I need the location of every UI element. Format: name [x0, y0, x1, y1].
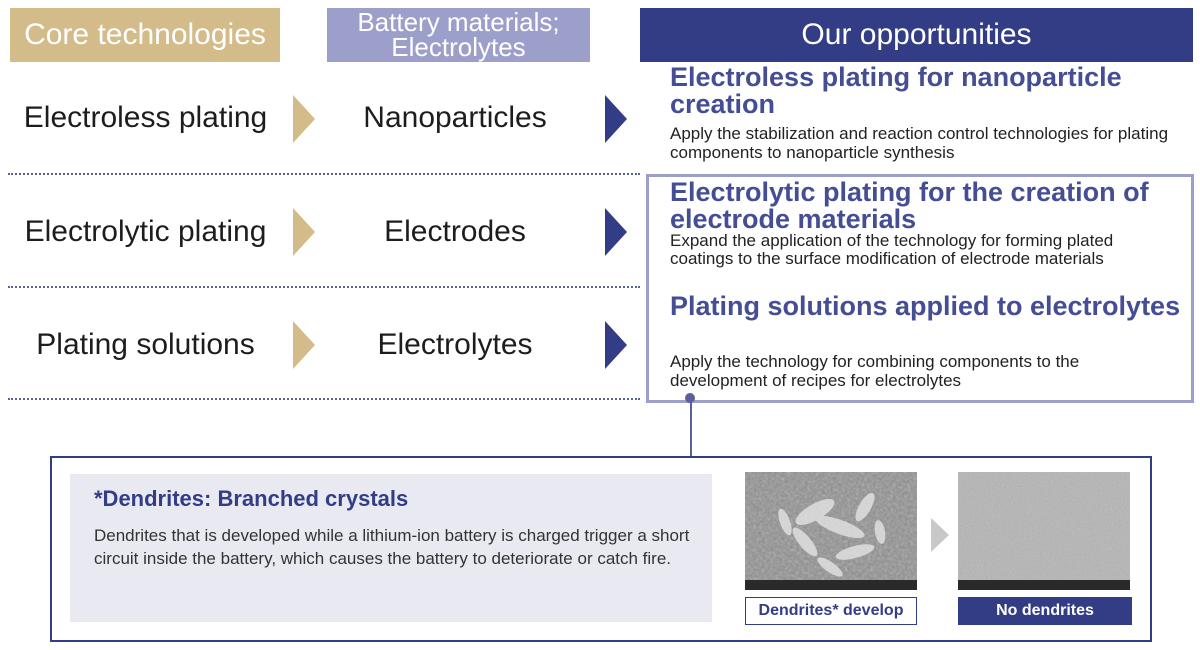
core-electrolytic-plating: Electrolytic plating	[24, 215, 267, 248]
arrow-right-icon	[293, 321, 315, 369]
arrow-right-icon	[605, 208, 627, 256]
arrow-right-icon	[293, 208, 315, 256]
arrow-right-icon	[605, 95, 627, 143]
caption-dendrites-develop: Dendrites* develop	[745, 597, 917, 625]
header-battery-line2: Electrolytes	[391, 32, 526, 62]
dendrite-note-box	[70, 474, 712, 622]
row-divider	[8, 286, 640, 288]
no-dendrite-micrograph	[958, 472, 1130, 590]
row-divider	[8, 398, 640, 400]
header-core-label: Core technologies	[24, 18, 266, 51]
connector-line	[690, 400, 692, 456]
header-battery-materials: Battery materials; Electrolytes	[327, 8, 590, 62]
caption-no-dendrites: No dendrites	[958, 597, 1132, 625]
opportunity-title-1: Electroless plating for nanoparticle cre…	[670, 62, 1122, 119]
opportunity-desc-1: Apply the stabilization and reaction con…	[670, 124, 1169, 162]
core-electroless-plating: Electroless plating	[23, 101, 268, 134]
dendrite-micrograph	[745, 472, 917, 590]
arrow-right-icon	[931, 518, 949, 552]
opportunity-desc-3: Apply the technology for combining compo…	[670, 352, 1080, 390]
arrow-right-icon	[293, 95, 315, 143]
highlight-frame	[646, 174, 1194, 403]
dendrite-note-title: *Dendrites: Branched crystals	[94, 486, 409, 511]
header-opportunities-label: Our opportunities	[801, 18, 1032, 51]
battery-electrolytes: Electrolytes	[377, 328, 533, 361]
header-our-opportunities: Our opportunities	[640, 8, 1193, 62]
battery-nanoparticles: Nanoparticles	[363, 101, 547, 134]
dendrite-note-body: Dendrites that is developed while a lith…	[94, 526, 690, 568]
battery-electrodes: Electrodes	[384, 215, 526, 248]
core-plating-solutions: Plating solutions	[36, 328, 255, 361]
opportunity-title-2: Electrolytic plating for the creation of…	[670, 177, 1149, 234]
opportunity-title-3: Plating solutions applied to electrolyte…	[670, 291, 1181, 321]
header-battery-line1: Battery materials;	[357, 7, 560, 37]
opportunity-desc-2: Expand the application of the technology…	[670, 231, 1114, 268]
connector-dot	[685, 393, 695, 403]
arrow-right-icon	[605, 321, 627, 369]
row-divider	[8, 173, 640, 175]
header-core-technologies: Core technologies	[10, 8, 280, 62]
